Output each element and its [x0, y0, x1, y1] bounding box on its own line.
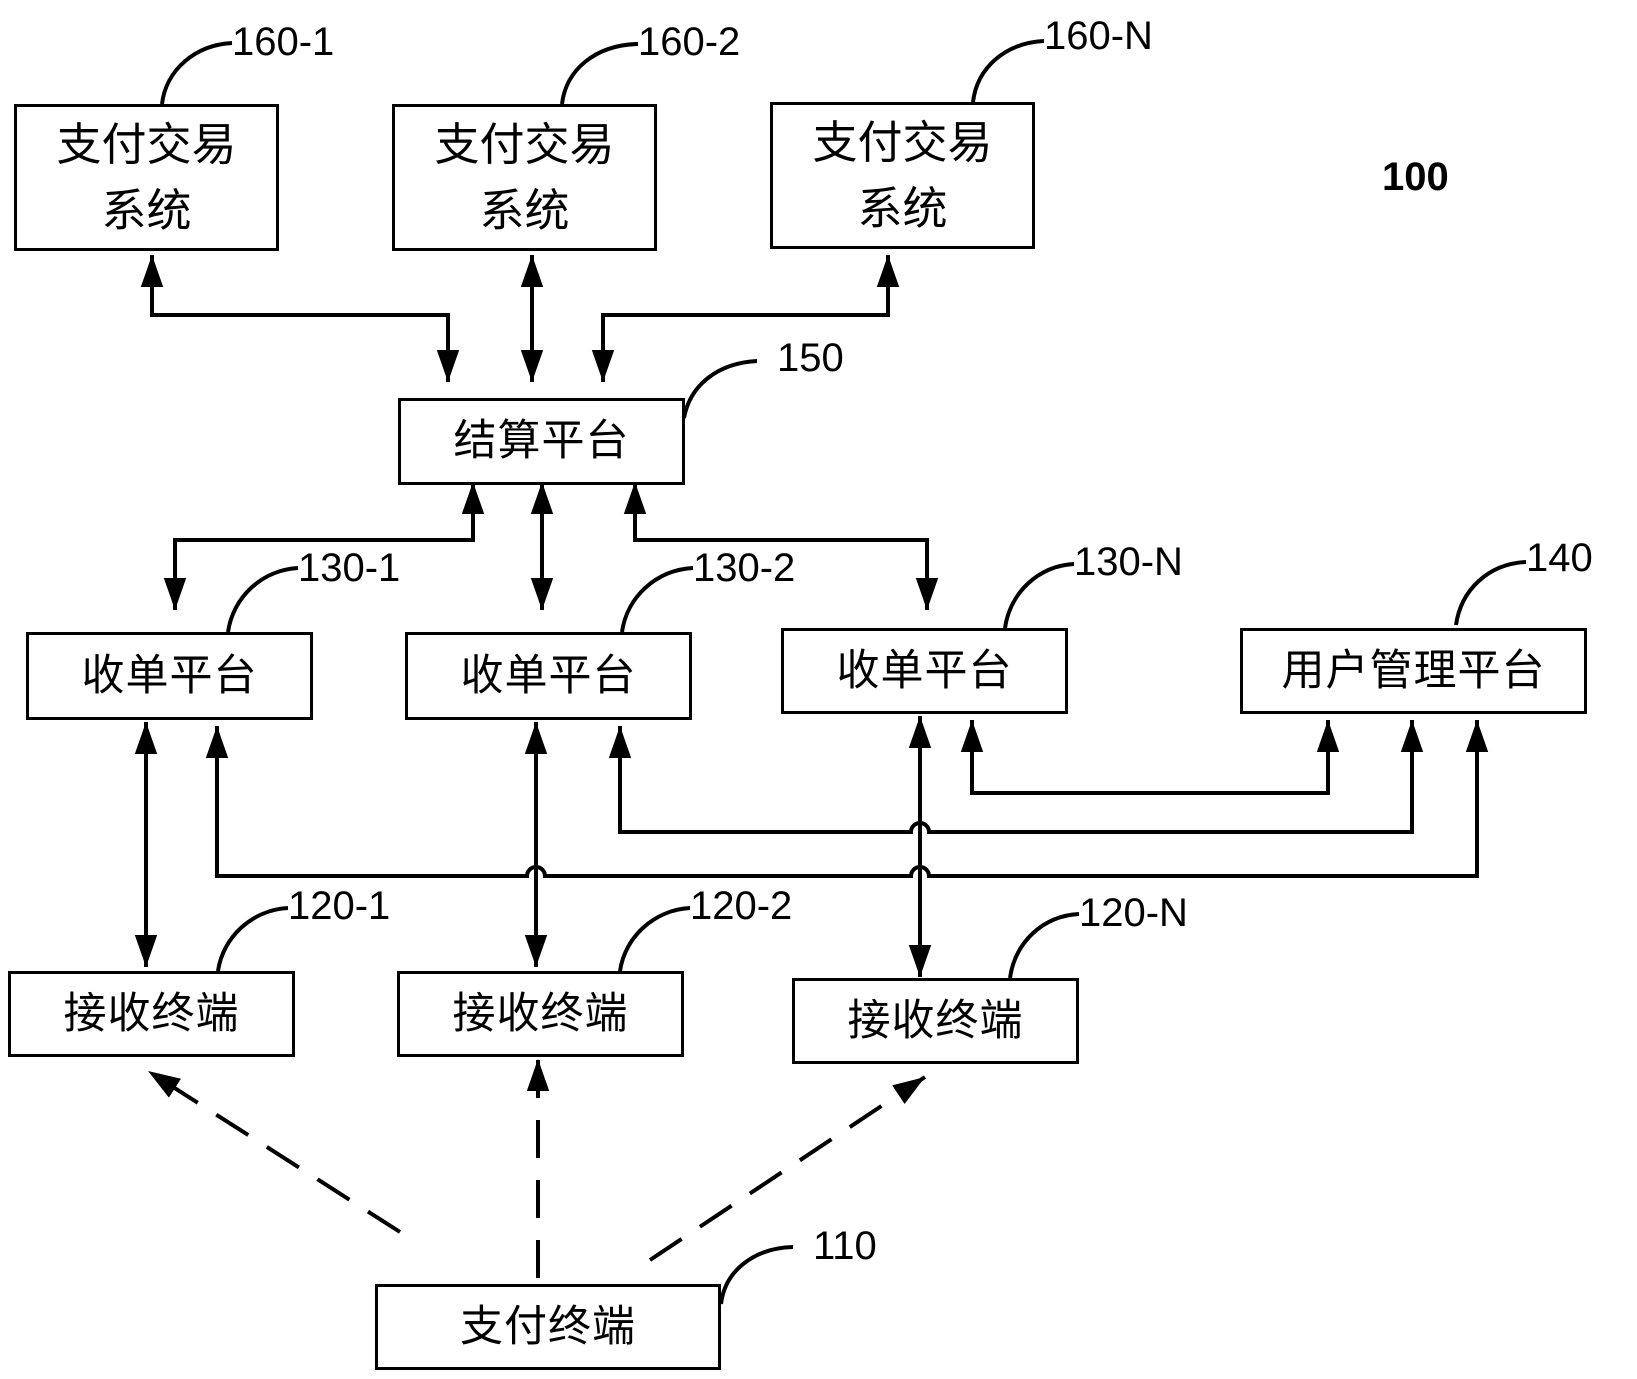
- leader-110: [721, 1247, 793, 1304]
- figure-number: 100: [1382, 157, 1449, 197]
- payment-terminal-label: 支付终端: [460, 1306, 636, 1349]
- acquiring-platform-1-label: 收单平台: [82, 655, 258, 698]
- ref-150: 150: [777, 338, 844, 378]
- ref-120-2: 120-2: [690, 886, 792, 926]
- receiving-terminal-box-n: 接收终端: [792, 978, 1079, 1064]
- settlement-platform-box: 结算平台: [398, 398, 685, 485]
- arrow-130-n-140: [972, 720, 1328, 793]
- leader-120-2: [620, 908, 690, 971]
- ref-120-1: 120-1: [288, 886, 390, 926]
- user-management-platform-box: 用户管理平台: [1240, 628, 1587, 714]
- ref-160-1: 160-1: [232, 22, 334, 62]
- arrow-130-1-140: [217, 720, 1477, 876]
- leader-120-n: [1010, 914, 1079, 978]
- payment-system-n-line1: 支付交易: [812, 110, 992, 176]
- ref-160-n: 160-N: [1044, 16, 1153, 56]
- leader-130-n: [1005, 564, 1074, 628]
- acquiring-platform-n-label: 收单平台: [837, 650, 1013, 693]
- leader-160-2: [562, 44, 638, 104]
- dashed-arrow-110-120-n: [650, 1077, 925, 1260]
- dashed-arrow-110-120-1: [148, 1071, 400, 1232]
- payment-system-n-line2: 系统: [857, 176, 947, 242]
- receiving-terminal-2-label: 接收终端: [453, 993, 629, 1036]
- leader-130-2: [622, 568, 693, 632]
- payment-system-box-1: 支付交易 系统: [14, 104, 279, 251]
- leader-160-n: [973, 41, 1044, 102]
- receiving-terminal-n-label: 接收终端: [848, 1000, 1024, 1043]
- arrow-160-1-150: [152, 255, 448, 382]
- ref-120-n: 120-N: [1079, 893, 1188, 933]
- ref-110: 110: [813, 1226, 877, 1266]
- acquiring-platform-2-label: 收单平台: [461, 655, 637, 698]
- acquiring-platform-box-1: 收单平台: [26, 632, 313, 720]
- leader-120-1: [218, 908, 288, 971]
- acquiring-platform-box-n: 收单平台: [781, 628, 1068, 714]
- payment-system-1-line2: 系统: [101, 178, 191, 244]
- leader-140: [1456, 562, 1526, 625]
- arrow-130-2-140: [620, 720, 1412, 832]
- acquiring-platform-box-2: 收单平台: [405, 632, 692, 720]
- payment-system-1-line1: 支付交易: [56, 112, 236, 178]
- ref-140: 140: [1526, 538, 1593, 578]
- payment-system-box-n: 支付交易 系统: [770, 102, 1035, 249]
- leader-150: [684, 361, 757, 418]
- payment-system-box-2: 支付交易 系统: [392, 104, 657, 251]
- settlement-platform-label: 结算平台: [454, 420, 630, 463]
- receiving-terminal-box-1: 接收终端: [8, 971, 295, 1057]
- ref-130-n: 130-N: [1074, 542, 1183, 582]
- payment-terminal-box: 支付终端: [375, 1284, 721, 1370]
- leader-130-1: [228, 568, 298, 632]
- payment-system-2-line2: 系统: [479, 178, 569, 244]
- user-management-platform-label: 用户管理平台: [1282, 650, 1546, 693]
- receiving-terminal-box-2: 接收终端: [397, 971, 684, 1057]
- leader-160-1: [162, 43, 232, 104]
- receiving-terminal-1-label: 接收终端: [64, 993, 240, 1036]
- ref-130-2: 130-2: [693, 548, 795, 588]
- ref-130-1: 130-1: [298, 548, 400, 588]
- payment-system-2-line1: 支付交易: [434, 112, 614, 178]
- ref-160-2: 160-2: [638, 22, 740, 62]
